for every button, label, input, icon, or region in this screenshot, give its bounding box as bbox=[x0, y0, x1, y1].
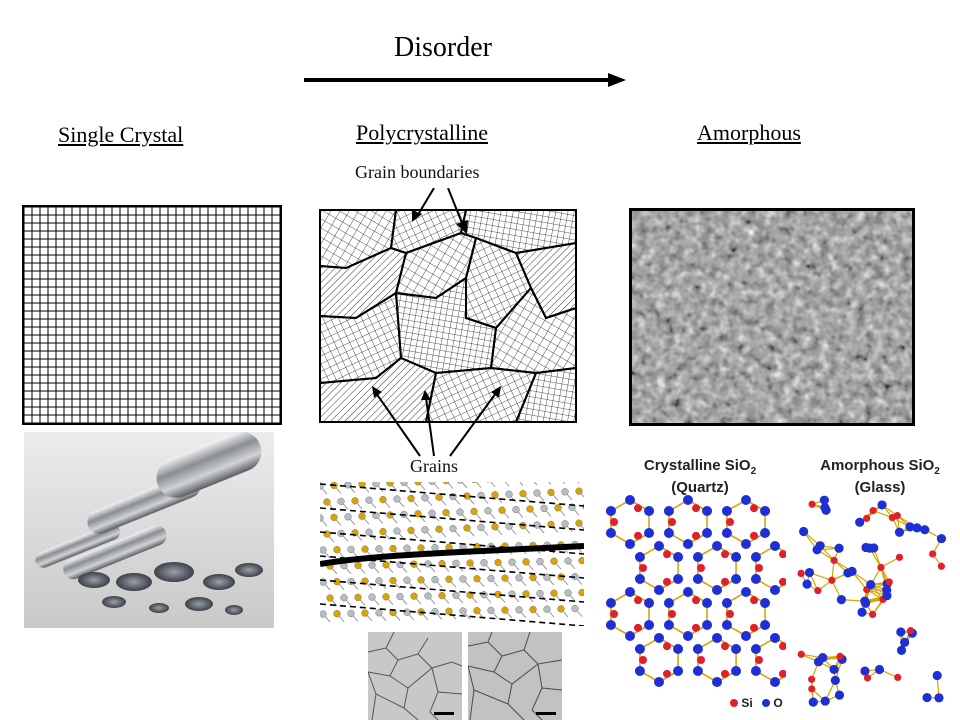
polycrystalline-title: Polycrystalline bbox=[356, 120, 488, 145]
single-crystal-lattice bbox=[22, 205, 282, 425]
crystalline-sio2-title: Crystalline SiO2 (Quartz) bbox=[643, 457, 757, 496]
amorphous-micrograph bbox=[629, 208, 915, 426]
grain-micrograph-right bbox=[468, 632, 562, 720]
amorphous-sio2-title: Amorphous SiO2 (Glass) bbox=[820, 457, 940, 496]
polycrystalline-grains-diagram bbox=[319, 188, 577, 457]
si-dot-icon bbox=[730, 699, 738, 707]
disorder-arrow-icon bbox=[304, 73, 626, 87]
legend-o: O bbox=[773, 696, 783, 710]
amorphous-title: Amorphous bbox=[697, 120, 801, 145]
grain-boundaries-label: Grain boundaries bbox=[355, 162, 480, 182]
grain-boundary-atomic-lattice bbox=[320, 482, 584, 626]
grain-micrograph-left bbox=[368, 632, 462, 720]
o-dot-icon bbox=[762, 699, 771, 707]
sio2-legend: Si O bbox=[730, 696, 783, 710]
crystalline-sio2-structure bbox=[605, 495, 786, 687]
silicon-ingots-photo bbox=[24, 432, 274, 628]
legend-si: Si bbox=[741, 696, 753, 710]
single-crystal-title: Single Crystal bbox=[58, 122, 184, 147]
amorphous-sio2-structure bbox=[797, 495, 947, 707]
disorder-title: Disorder bbox=[394, 32, 492, 63]
grains-label: Grains bbox=[410, 456, 458, 476]
